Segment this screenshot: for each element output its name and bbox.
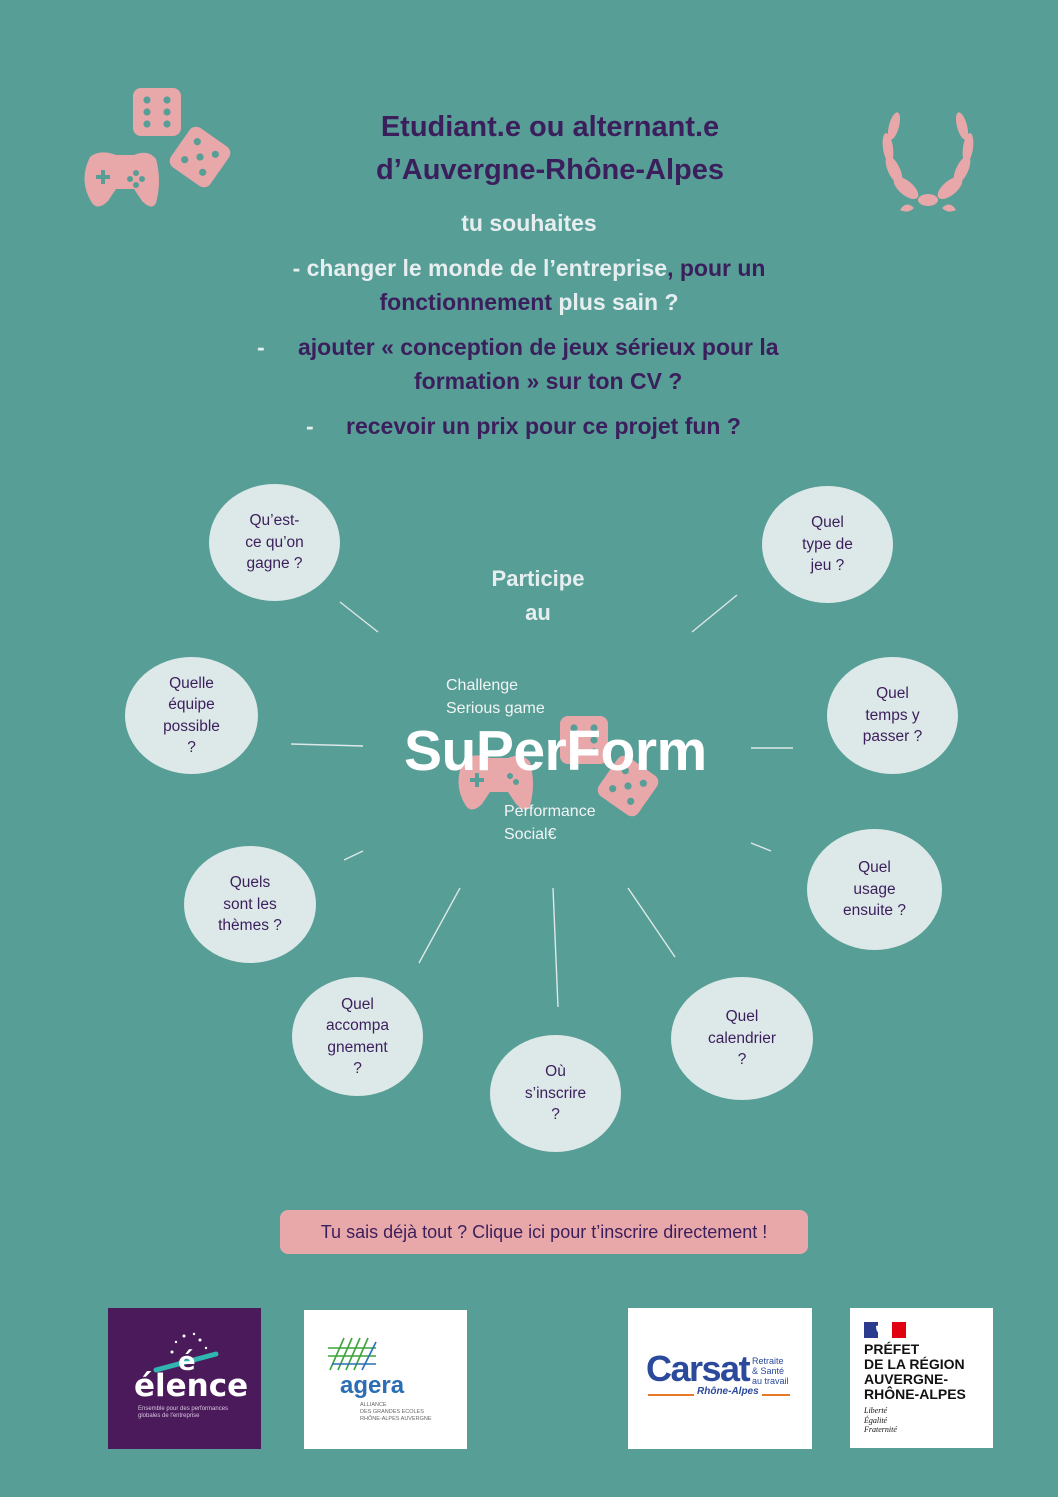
bullet-3-dash: - xyxy=(306,413,314,439)
elence-tagline: Ensemble pour des performances globales … xyxy=(138,1406,229,1419)
die-icon xyxy=(597,755,659,817)
bubble-calendrier[interactable]: Quel calendrier ? xyxy=(671,977,813,1100)
bullet-2-dash: - xyxy=(257,334,265,360)
bullet-1-text-purple: , pour un xyxy=(667,255,766,281)
bubble-temps[interactable]: Quel temps y passer ? xyxy=(827,657,958,774)
game-icons-top xyxy=(84,88,231,207)
elence-mark-icon: é xyxy=(153,1332,219,1374)
bullet-1-word: fonctionnement xyxy=(379,289,552,315)
center-game-icons xyxy=(458,716,659,817)
elence-logo[interactable]: é élence Ensemble pour des performances … xyxy=(108,1308,261,1449)
bullet-2-text-b: pour la xyxy=(701,334,779,360)
bubble-type-jeu[interactable]: Quel type de jeu ? xyxy=(762,486,893,603)
connector-lines xyxy=(290,594,793,1008)
prefet-motto: Liberté Égalité Fraternité xyxy=(864,1406,897,1434)
bullet-3-a: recevoir xyxy=(346,413,442,439)
prefet-title: PRÉFET DE LA RÉGION AUVERGNE- RHÔNE-ALPE… xyxy=(864,1341,966,1402)
agera-mark-icon xyxy=(328,1337,377,1371)
register-button[interactable]: Tu sais déjà tout ? Clique ici pour t’in… xyxy=(280,1210,808,1254)
bullet-3-c: prix xyxy=(470,413,525,439)
bubble-usage[interactable]: Quel usage ensuite ? xyxy=(807,829,942,950)
die-icon xyxy=(133,88,181,136)
gamepad-icon xyxy=(458,755,533,810)
prefet-logo[interactable]: PRÉFET DE LA RÉGION AUVERGNE- RHÔNE-ALPE… xyxy=(850,1308,993,1448)
bullet-3-line: recevoir un prix pour ce projet fun ? xyxy=(346,413,806,440)
bullet-2-line-2: formation » sur ton CV ? xyxy=(414,368,814,395)
carsat-region: Rhône-Alpes xyxy=(694,1386,762,1397)
bubble-equipe[interactable]: Quelle équipe possible ? xyxy=(125,657,258,774)
agera-tagline: ALLIANCE DES GRANDES ECOLES RHÔNE-ALPES … xyxy=(360,1402,432,1422)
performance-text: Performance Social€ xyxy=(504,803,596,843)
agera-name: agera xyxy=(340,1372,405,1399)
bubble-themes[interactable]: Quels sont les thèmes ? xyxy=(184,846,316,963)
die-icon xyxy=(169,126,231,188)
svg-text:é: é xyxy=(178,1347,196,1374)
carsat-logo[interactable]: Carsat Retraite & Santé au travail Rhône… xyxy=(628,1308,812,1449)
challenge-text: Challenge Serious game xyxy=(446,677,545,717)
bullet-2-word: formation xyxy=(414,368,521,394)
bubble-inscrire[interactable]: Où s’inscrire ? xyxy=(490,1035,621,1152)
gamepad-icon xyxy=(84,152,159,207)
title-line-2: d’Auvergne-Rhône-Alpes xyxy=(375,154,725,186)
laurel-icon xyxy=(882,112,974,212)
bullet-3-b: un xyxy=(441,413,471,439)
marianne-flag-icon xyxy=(864,1322,906,1338)
elence-name: élence xyxy=(134,1368,249,1404)
subtitle: tu souhaites xyxy=(461,210,597,236)
participe-text: Participe au xyxy=(491,566,585,625)
title-line-1: Etudiant.e ou alternant.e xyxy=(380,111,720,143)
carsat-name: Carsat xyxy=(646,1348,751,1389)
bullet-1-text: - changer le monde de l’entreprise xyxy=(292,255,668,281)
bullet-1-line-2: fonctionnement plus sain ? xyxy=(0,289,1058,316)
die-icon xyxy=(560,716,608,764)
carsat-tagline: Retraite & Santé au travail xyxy=(752,1356,789,1386)
agera-logo[interactable]: agera ALLIANCE DES GRANDES ECOLES RHÔNE-… xyxy=(304,1310,467,1449)
bubble-gains[interactable]: Qu’est- ce qu’on gagne ? xyxy=(209,484,340,601)
bubble-accompagnement[interactable]: Quel accompa gnement ? xyxy=(292,977,423,1096)
superform-title: SuPerForm xyxy=(404,719,707,783)
bullet-2-text: ajouter « conception de jeux sérieux xyxy=(298,334,702,360)
bullet-1-line-1: - changer le monde de l’entreprise, pour… xyxy=(0,255,1058,282)
bullet-2-end: » sur ton CV ? xyxy=(520,368,683,394)
bullet-1-end: plus sain ? xyxy=(551,289,679,315)
bullet-3-d: pour ce projet fun ? xyxy=(524,413,741,439)
bullet-2-line-1: ajouter « conception de jeux sérieux pou… xyxy=(298,334,818,361)
